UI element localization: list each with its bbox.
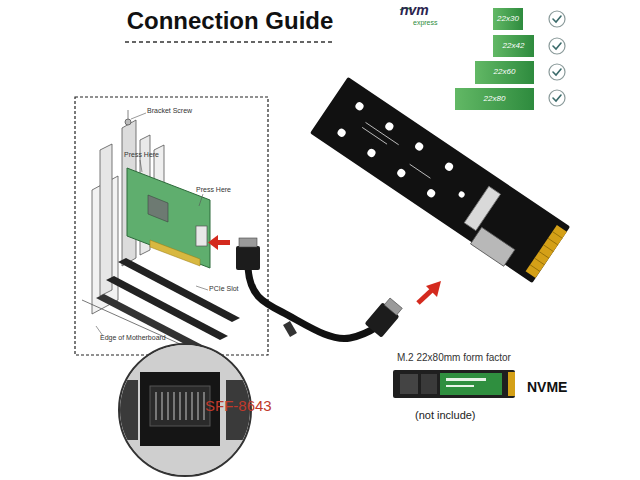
pcie-card bbox=[127, 168, 210, 268]
title-underline bbox=[125, 41, 335, 43]
cable-label: SFF-8643 bbox=[205, 398, 272, 415]
m2-ssd bbox=[393, 370, 515, 398]
check-marks bbox=[549, 11, 565, 106]
part-label: Bracket Screw bbox=[147, 107, 192, 115]
size-badge: 22x30 bbox=[493, 8, 523, 30]
size-text: 22x42 bbox=[503, 42, 525, 51]
red-arrow bbox=[418, 281, 441, 303]
pcie-slots bbox=[82, 258, 240, 353]
logo-text: express bbox=[413, 19, 438, 27]
part-label: PCIe Slot bbox=[209, 285, 239, 293]
note-text: (not include) bbox=[415, 409, 476, 421]
form-factor-text: M.2 22x80mm form factor bbox=[397, 352, 511, 363]
ssd-module: M.2 22x80mm form factorNVME (not include) bbox=[385, 350, 595, 424]
adapter-board bbox=[309, 77, 570, 285]
size-text: 22x60 bbox=[494, 68, 516, 77]
leader-lines bbox=[96, 113, 208, 336]
part-label: Press Here bbox=[196, 186, 231, 194]
size-badge: 22x80 bbox=[455, 88, 534, 110]
size-text: 22x30 bbox=[497, 15, 519, 24]
part-label: Edge of Motherboard bbox=[100, 334, 166, 342]
red-arrow bbox=[208, 235, 230, 250]
check-ticks bbox=[553, 16, 561, 101]
size-badge: 22x42 bbox=[493, 35, 534, 57]
sff-cable bbox=[236, 238, 405, 339]
logo-text: nvm bbox=[400, 3, 429, 18]
interface-text: NVME bbox=[527, 380, 567, 395]
size-text: 22x80 bbox=[484, 95, 506, 104]
size-badge: 22x60 bbox=[475, 61, 534, 84]
title-text: Connection Guide bbox=[115, 7, 345, 35]
dashed-frame bbox=[75, 97, 268, 355]
part-label: Press Here bbox=[124, 151, 159, 159]
